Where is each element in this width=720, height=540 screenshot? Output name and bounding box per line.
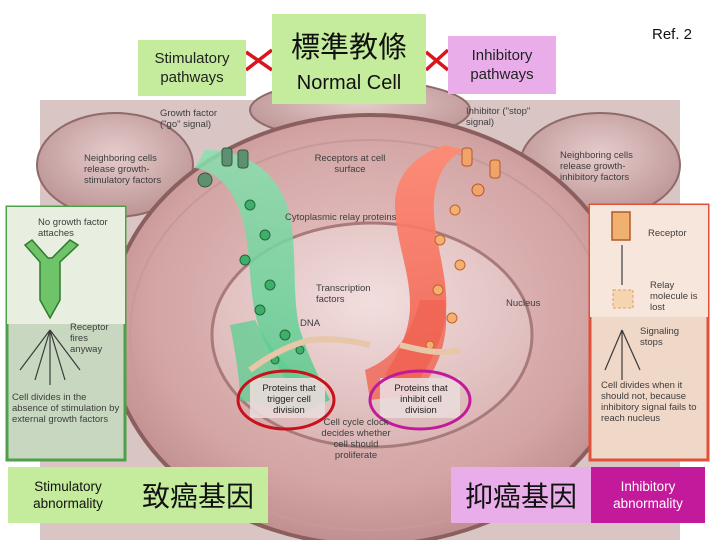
normal-cell-english-title: Normal Cell [297,72,401,95]
trigger-proteins-label: Proteins that trigger cell division [255,383,323,416]
inhibitory-abnormality-label: Inhibitory abnormality [596,478,700,512]
right-inset-divides-label: Cell divides when it should not, because… [601,380,705,424]
inhibit-proteins-label: Proteins that inhibit cell division [383,383,459,416]
tumor-suppressor-label: 抑癌基因 [465,475,577,515]
stimulatory-pathways-label: Stimulatory pathways [147,49,237,87]
oncogene-label: 致癌基因 [142,475,254,515]
right-inset-relay-label: Relay molecule is lost [650,280,706,313]
inhibitory-pathways-label: Inhibitory pathways [458,46,546,84]
normal-cell-chinese-title: 標準教條 [291,24,407,66]
transcription-factors-label: Transcription factors [316,283,386,305]
inhibitory-abnormality-box: Inhibitory abnormality [591,467,705,523]
left-inset-no-factor-label: No growth factor attaches [38,217,118,239]
stimulatory-abnormality-label: Stimulatory abnormality [14,478,122,512]
inhibitory-neighboring-label: Neighboring cells release growth-inhibit… [560,150,650,183]
stimulatory-abnormality-box: Stimulatory abnormality [8,467,128,523]
inhibitor-label: Inhibitor ("stop" signal) [466,106,546,128]
stimulatory-neighboring-label: Neighboring cells release growth-stimula… [84,153,178,186]
left-inset-receptor-label: Receptor fires anyway [70,322,122,355]
normal-cell-box: 標準教條 Normal Cell [272,14,426,104]
tumor-suppressor-box: 抑癌基因 [451,467,591,523]
inhibitory-pathways-box: Inhibitory pathways [448,36,556,94]
growth-factor-label: Growth factor ("go" signal) [160,108,240,130]
right-inset-relay-shape [613,290,633,308]
stimulatory-pathways-box: Stimulatory pathways [138,40,246,96]
right-inset-receptor-shape [612,212,630,240]
oncogene-box: 致癌基因 [128,467,268,523]
right-inset-receptor-label: Receptor [648,228,687,239]
reference-label: Ref. 2 [652,26,692,43]
cell-cycle-clock-label: Cell cycle clock decides whether cell sh… [318,417,394,461]
right-inset-signaling-label: Signaling stops [640,326,702,348]
dna-label: DNA [300,318,320,329]
left-inset-divides-label: Cell divides in the absence of stimulati… [12,392,122,425]
nucleus-label: Nucleus [506,298,540,309]
receptors-label: Receptors at cell surface [310,153,390,175]
cytoplasmic-relay-label: Cytoplasmic relay proteins [285,212,425,223]
